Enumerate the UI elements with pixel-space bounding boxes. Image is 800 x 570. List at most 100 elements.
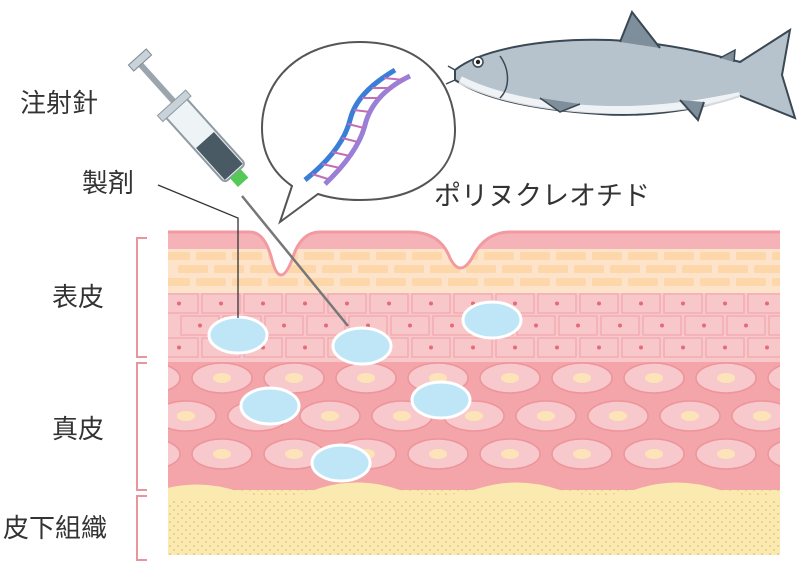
keratin-brick	[168, 252, 190, 260]
cell-dot	[282, 323, 286, 328]
epidermis-cell	[390, 315, 430, 336]
cell-nucleus	[789, 449, 800, 459]
keratin-brick	[466, 265, 496, 273]
keratin-brick	[412, 252, 442, 260]
keratin-brick	[376, 278, 406, 286]
dermis-cell	[168, 438, 181, 470]
keratin-brick	[628, 252, 658, 260]
epidermis-cell	[663, 337, 703, 358]
keratin-brick	[700, 278, 730, 286]
epidermis-cell	[621, 337, 661, 358]
epidermis-cell	[285, 293, 325, 314]
keratin-brick	[304, 252, 334, 260]
epidermis-cell	[168, 293, 199, 314]
keratin-brick	[268, 278, 298, 286]
keratin-brick	[484, 252, 514, 260]
dermis-border	[168, 482, 780, 500]
cell-nucleus	[753, 411, 771, 421]
epidermis-cell	[705, 293, 745, 314]
cell-dot	[429, 345, 433, 350]
cell-nucleus	[789, 373, 800, 383]
cell-dot	[219, 301, 223, 306]
keratin-brick	[628, 278, 658, 286]
epidermis-cell	[790, 338, 800, 357]
keratin-brick	[682, 265, 712, 273]
cell-nucleus	[429, 373, 447, 383]
epidermis-cell	[369, 293, 409, 314]
keratin-brick	[664, 278, 694, 286]
epidermis-cell	[537, 337, 577, 358]
cell-dot	[513, 301, 517, 306]
subcutaneous-bracket	[136, 495, 147, 561]
droplet	[310, 443, 372, 483]
cell-dot	[324, 323, 328, 328]
cell-dot	[366, 323, 370, 328]
epidermis-cell	[168, 337, 199, 358]
cell-dot	[723, 345, 727, 350]
cell-dot	[660, 323, 664, 328]
keratin-brick	[394, 265, 424, 273]
formulation-droplets	[207, 300, 523, 483]
cell-dot	[576, 323, 580, 328]
epidermis-cell	[579, 293, 619, 314]
cell-nucleus	[501, 373, 519, 383]
keratin-brick	[196, 252, 226, 260]
epidermis-cell	[579, 337, 619, 358]
epidermis-cell	[790, 294, 800, 313]
skin-surface	[168, 232, 780, 249]
cell-dot	[618, 323, 622, 328]
syringe-icon	[127, 48, 349, 327]
cell-dot	[450, 323, 454, 328]
keratin-brick	[430, 265, 460, 273]
cell-dot	[639, 301, 643, 306]
keratin-brick	[664, 252, 694, 260]
cell-dot	[303, 301, 307, 306]
keratin-brick	[340, 278, 370, 286]
epidermis-cell	[411, 293, 451, 314]
cell-nucleus	[141, 449, 159, 459]
epidermis-cell	[726, 315, 766, 336]
keratin-brick	[556, 252, 586, 260]
keratin-brick	[736, 252, 766, 260]
epidermis-cell	[747, 337, 780, 358]
cell-dot	[408, 323, 412, 328]
keratin-brick	[538, 265, 568, 273]
polynucleotide-label: ポリヌクレオチド	[434, 181, 650, 212]
cell-dot	[681, 301, 685, 306]
keratin-brick	[484, 278, 514, 286]
keratin-brick	[520, 278, 550, 286]
epidermis-cell	[642, 315, 682, 336]
cell-nucleus	[573, 373, 591, 383]
cell-nucleus	[357, 373, 375, 383]
epidermis-cell	[264, 315, 304, 336]
epidermis-cell	[747, 293, 780, 314]
cell-dot	[303, 345, 307, 350]
dna-bubble	[260, 40, 457, 225]
keratin-brick	[502, 265, 532, 273]
epidermis-cell	[558, 315, 598, 336]
epidermis-bracket	[136, 237, 147, 358]
formulation-label: 製剤	[82, 169, 134, 199]
cell-nucleus	[573, 449, 591, 459]
epidermis-cell	[663, 293, 703, 314]
cell-dot	[597, 301, 601, 306]
dermis-cell	[168, 362, 181, 394]
cell-nucleus	[429, 449, 447, 459]
epidermis-cell	[537, 293, 577, 314]
keratin-brick	[214, 265, 244, 273]
keratin-brick	[196, 278, 226, 286]
dermis-label: 真皮	[52, 415, 104, 445]
cell-dot	[177, 301, 181, 306]
needle-label: 注射針	[20, 89, 98, 119]
cell-nucleus	[285, 373, 303, 383]
dermis-cell	[767, 438, 780, 470]
epidermis-cell	[768, 315, 780, 336]
keratin-brick	[412, 278, 442, 286]
cell-dot	[702, 323, 706, 328]
epidermis-bricks	[168, 252, 780, 286]
dermis-bracket	[136, 362, 147, 491]
keratin-brick	[250, 265, 280, 273]
keratin-brick	[592, 252, 622, 260]
